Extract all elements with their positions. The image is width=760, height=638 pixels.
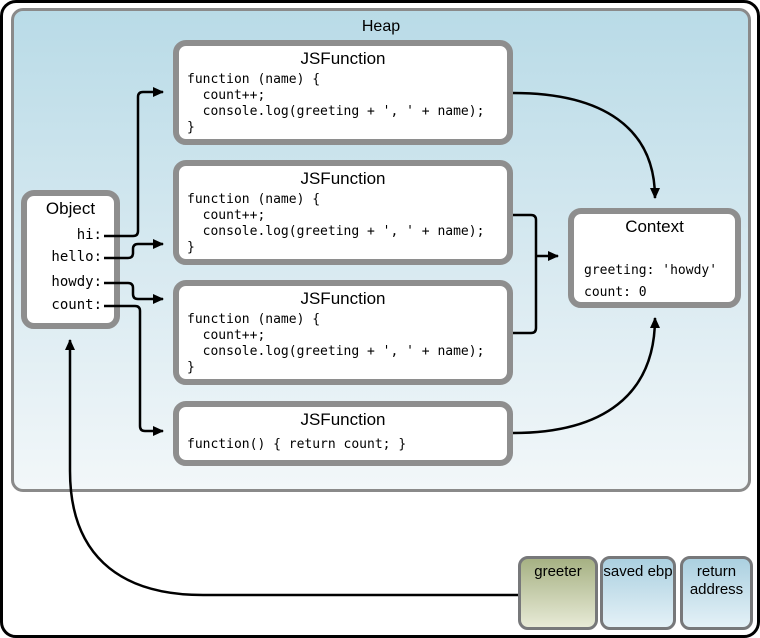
heap-title: Heap (361, 18, 401, 35)
object-field-howdy: howdy: (51, 274, 102, 290)
stack-frame-greeter: greeter (518, 556, 598, 630)
jsfunction-title-3: JSFunction (300, 289, 386, 308)
jsfunction-code-1: function (name) { count++; console.log(g… (187, 72, 485, 135)
object-field-count: count: (51, 297, 102, 313)
context-body: greeting: 'howdy' count: 0 (584, 263, 718, 300)
jsfunction-title-2: JSFunction (300, 169, 386, 188)
jsfunction-box-4: JSFunction function() { return count; } (173, 401, 513, 466)
jsfunction-box-2: JSFunction function (name) { count++; co… (173, 160, 513, 265)
stack-frame-return-address: return address (680, 556, 753, 630)
jsfunction-box-1: JSFunction function (name) { count++; co… (173, 40, 513, 145)
jsfunction-title-1: JSFunction (300, 49, 386, 68)
object-field-hello: hello: (51, 249, 102, 265)
jsfunction-code-3: function (name) { count++; console.log(g… (187, 312, 485, 375)
stack-frame-greeter-label: greeter (534, 563, 582, 580)
object-title: Object (45, 199, 96, 218)
object-box: Object hi: hello: howdy: count: (21, 190, 120, 329)
jsfunction-code-2: function (name) { count++; console.log(g… (187, 192, 485, 255)
stack-frame-saved-ebp: saved ebp (600, 556, 676, 630)
jsfunction-box-3: JSFunction function (name) { count++; co… (173, 280, 513, 385)
stack-frame-return-address-label: return address (689, 563, 744, 598)
object-field-hi: hi: (76, 227, 102, 243)
jsfunction-code-4: function() { return count; } (187, 437, 407, 452)
stack-frame-saved-ebp-label: saved ebp (603, 563, 673, 580)
context-box: Context greeting: 'howdy' count: 0 (568, 208, 741, 308)
context-title: Context (625, 217, 684, 236)
jsfunction-title-4: JSFunction (300, 410, 386, 429)
